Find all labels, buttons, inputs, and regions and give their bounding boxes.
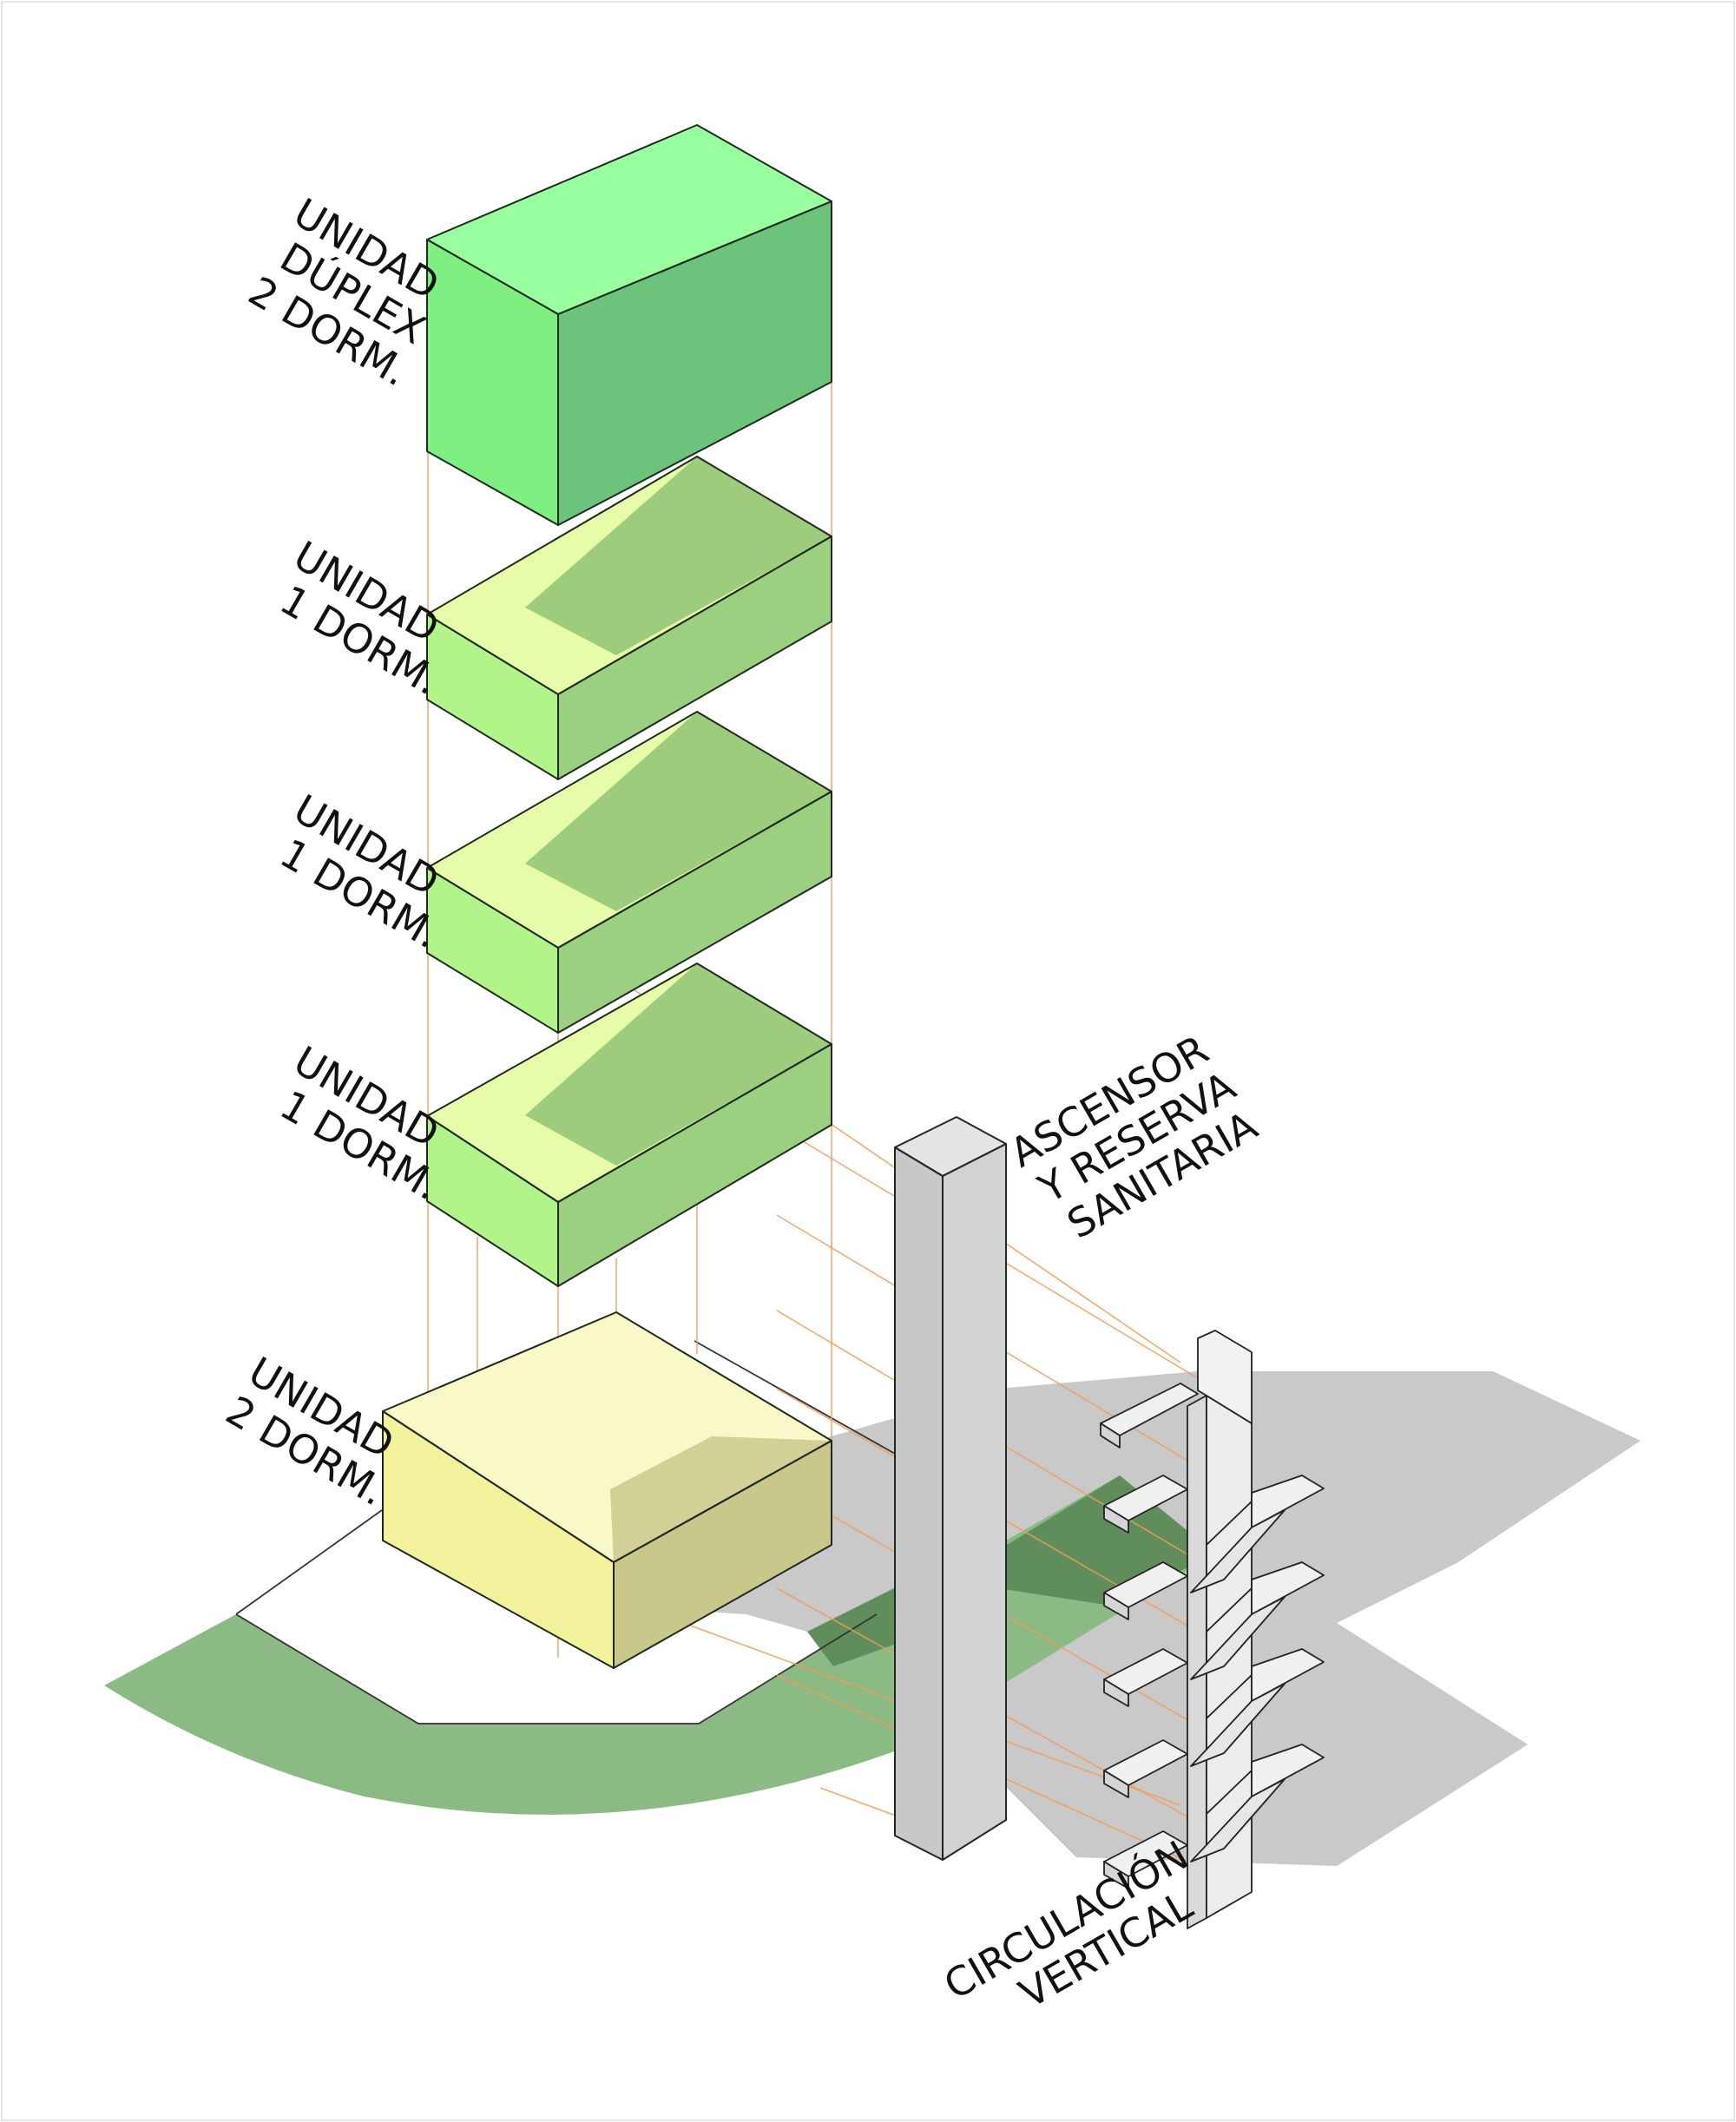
label-stairs: CIRCULACIÓN VERTICAL bbox=[937, 1831, 1200, 2017]
staircase bbox=[1100, 1330, 1325, 1929]
unit-lower-block bbox=[426, 962, 832, 1287]
duplex-block bbox=[426, 124, 832, 526]
elevator-core bbox=[894, 1116, 1007, 1861]
cast-shadows bbox=[608, 1371, 1641, 1866]
label-elevator: ASCENSOR Y RESERVA SANITARIA bbox=[1003, 1026, 1266, 1248]
site-outline bbox=[235, 1340, 904, 1725]
unit-upper-block bbox=[426, 456, 832, 780]
ground-unit-block bbox=[382, 1311, 832, 1669]
unit-middle-block bbox=[426, 711, 832, 1034]
